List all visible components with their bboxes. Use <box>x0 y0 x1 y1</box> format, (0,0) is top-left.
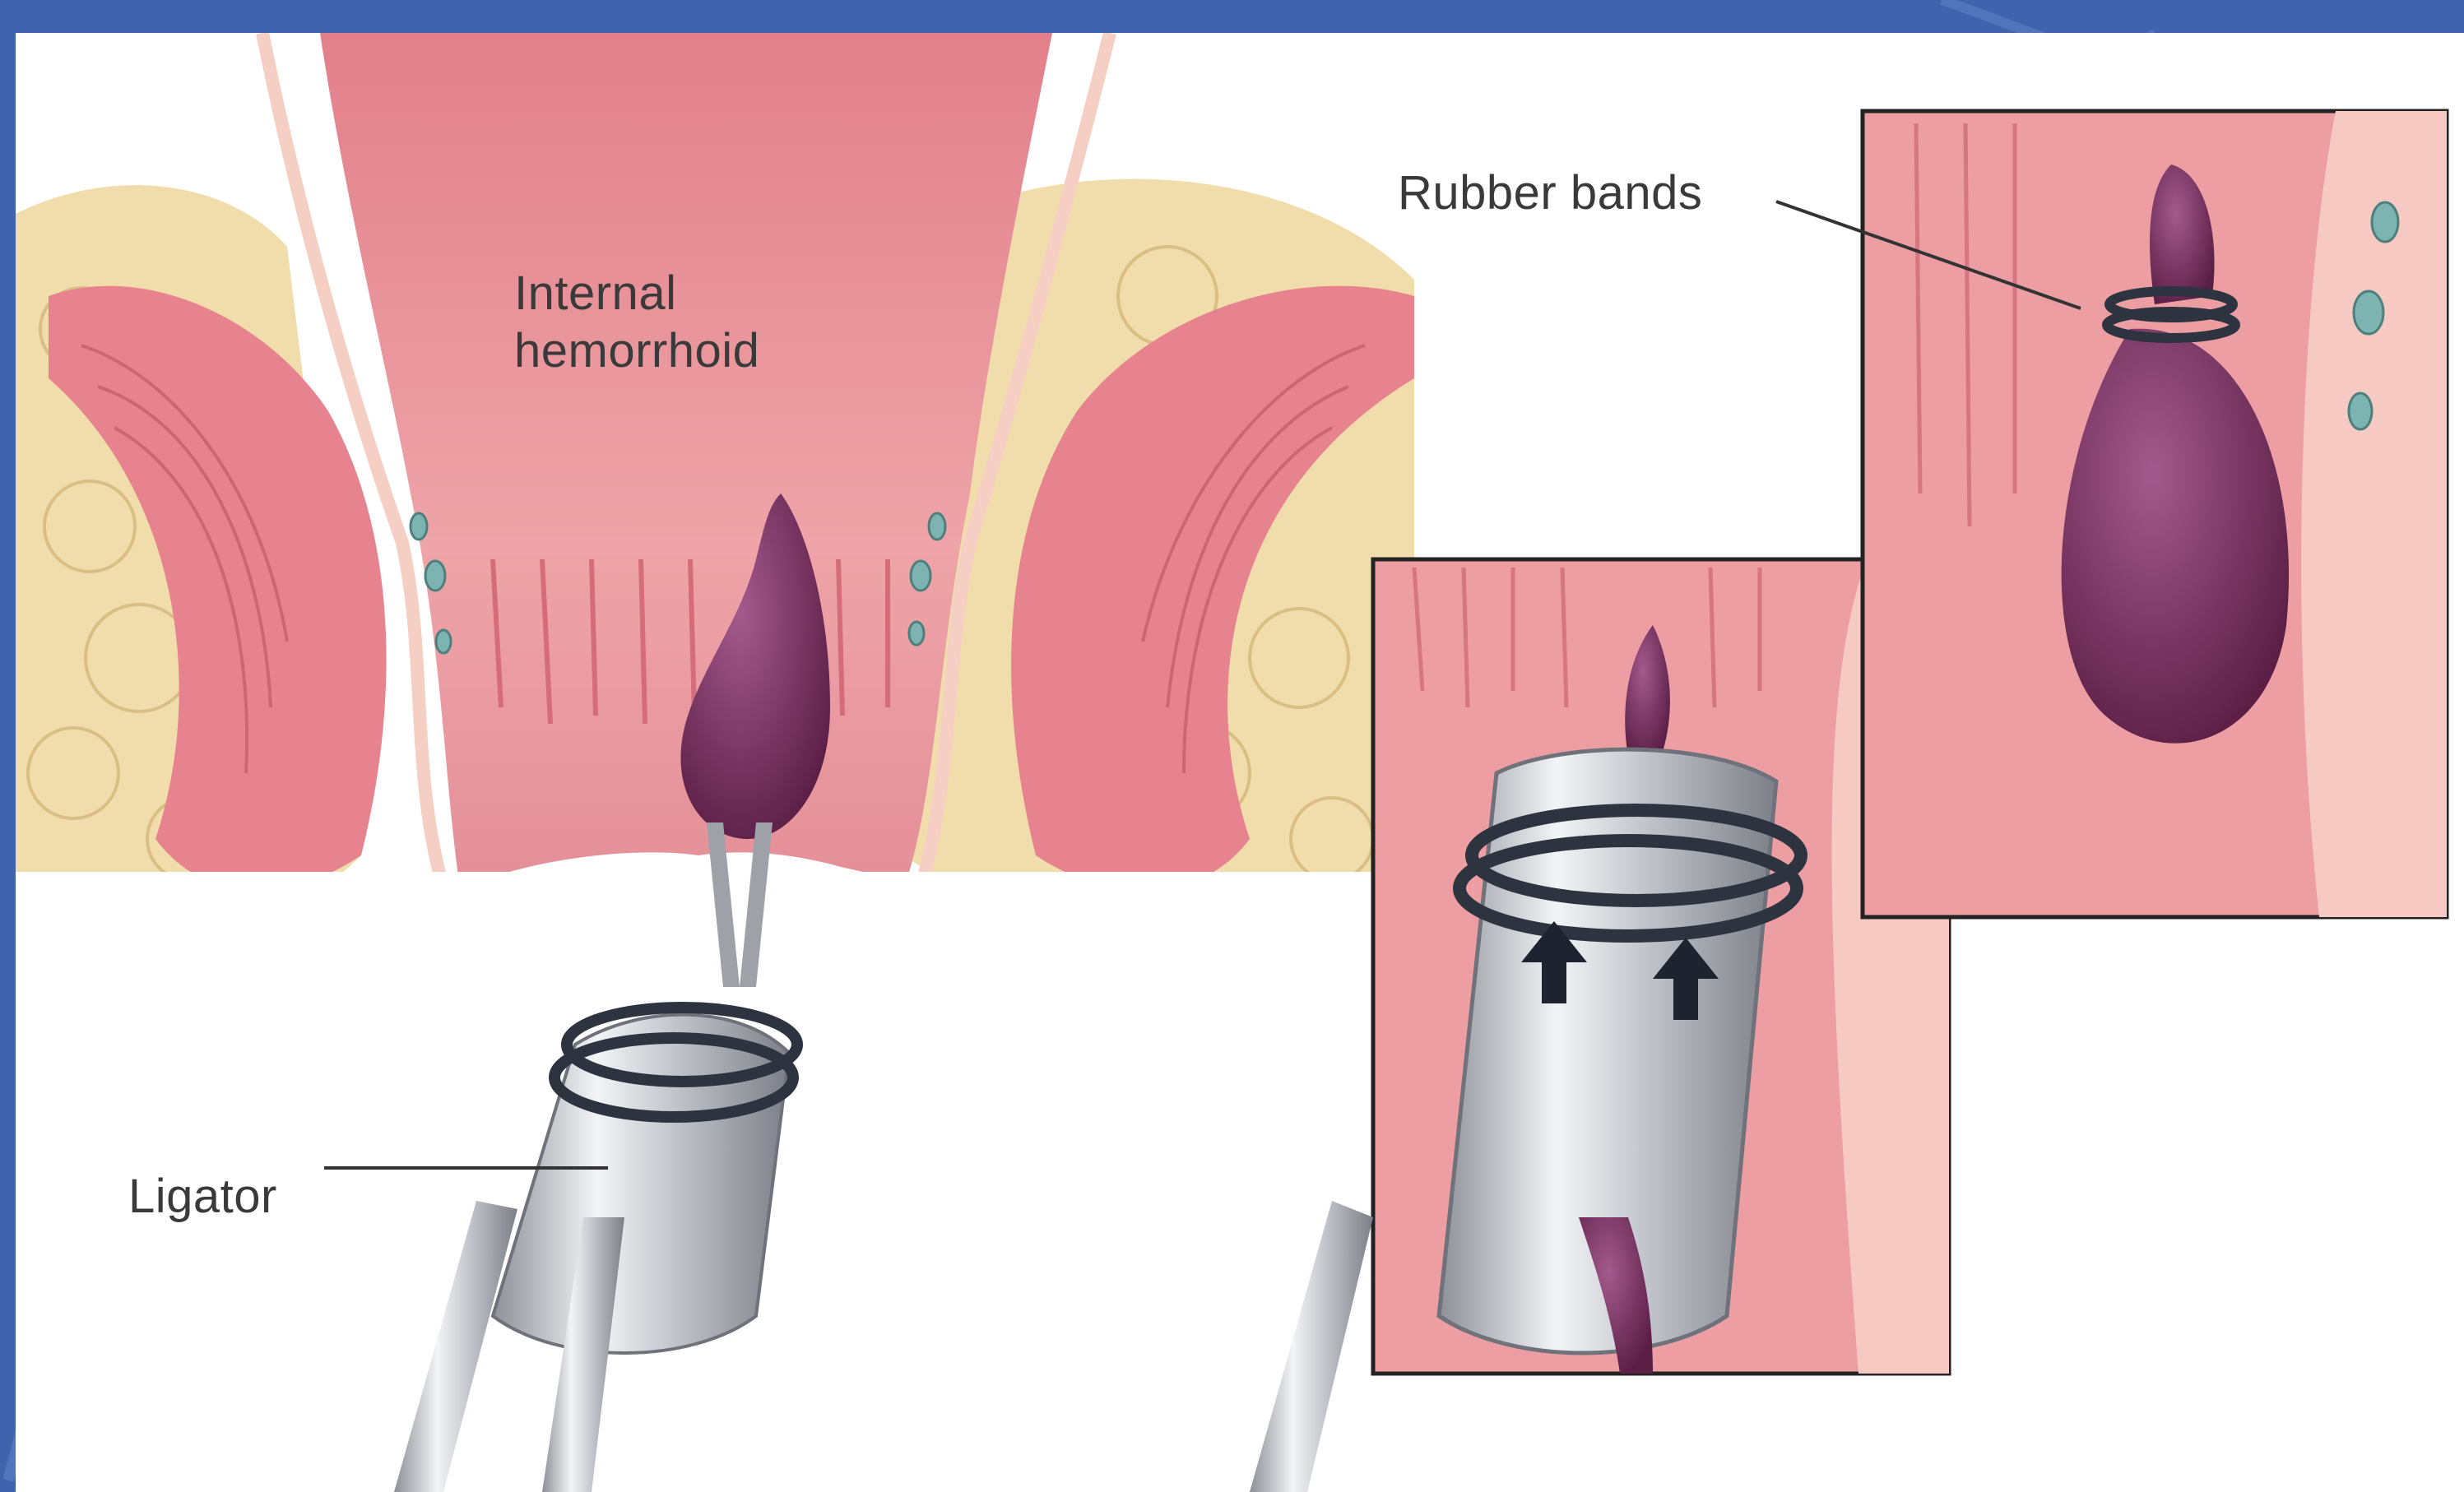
internal-hemorrhoid-label-line1: Internal <box>514 265 759 322</box>
banded-hemorrhoid-inset <box>1863 111 2447 917</box>
internal-hemorrhoid-label: Internal hemorrhoid <box>514 265 759 379</box>
ligator-label: Ligator <box>128 1168 277 1226</box>
rubber-bands-label: Rubber bands <box>1398 164 1702 222</box>
internal-hemorrhoid-label-line2: hemorrhoid <box>514 322 759 380</box>
hemorrhoid-banding-illustration: Internal hemorrhoid Rubber bands Ligator <box>16 33 2464 1492</box>
illustration-artwork <box>16 33 2464 1492</box>
